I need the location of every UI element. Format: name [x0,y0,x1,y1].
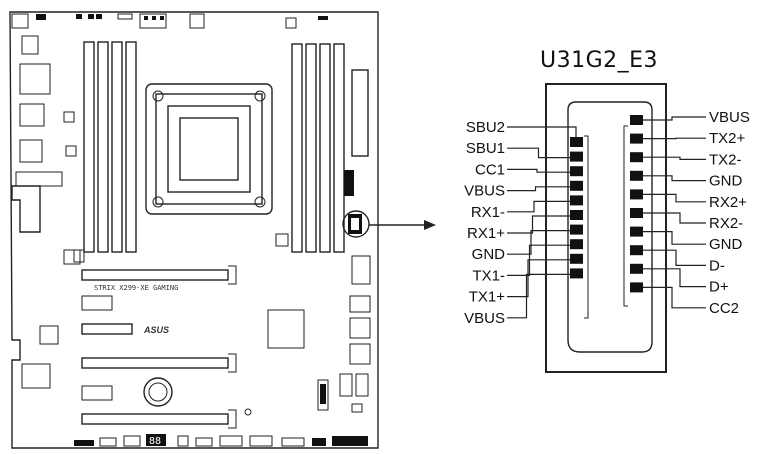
right-pin-contact [630,208,643,218]
left-pin-label: TX1+ [469,289,506,306]
left-pin-lead [507,126,577,142]
board-outline [9,11,379,449]
right-pin-contact [630,152,643,163]
right-pin-label: GND [709,173,743,190]
pcie-slots [63,249,237,429]
left-pin-label: GND [472,246,506,263]
brand-logo: ASUS [143,325,169,335]
right-pin-label: D+ [709,279,729,296]
left-pin-lead [507,200,570,213]
left-pin-lead [507,259,570,298]
audio-block [11,185,41,233]
cmos-battery [143,377,173,407]
chipset [267,309,305,349]
dimm-slots-right [291,43,345,253]
left-pin-label: RX1- [471,204,505,221]
left-pin-label: CC1 [475,161,505,178]
left-pin-contact [570,151,583,162]
right-pin-contact [630,115,643,125]
right-pin-label: CC2 [709,300,739,317]
right-pin-label: VBUS [709,109,750,126]
right-pin-contact [630,245,643,256]
left-pin-lead [507,147,570,159]
left-pin-label: SBU1 [466,140,505,157]
dimm-slots-left [83,41,137,253]
right-pin-contact [630,133,643,144]
bottom-headers: 88 [74,434,368,447]
left-pin-contact [570,224,583,235]
right-pin-label: GND [709,236,743,253]
left-pin-lead [507,230,570,255]
left-pin-label: RX1+ [467,225,505,242]
motherboard-layout: STRIX X299-XE GAMING ASUS 88 [9,11,379,449]
right-pin-column: VBUS TX2+ TX2- GND RX2+ RX2- GND D- D+ CC2 [623,109,750,317]
right-pin-lead [643,175,706,182]
left-pin-label: TX1- [472,267,505,284]
pointer-arrow [369,220,436,230]
connector-title: U31G2_E3 [540,48,658,73]
right-pin-contact [630,282,643,293]
connector-housing [545,83,667,373]
left-pin-label: SBU2 [466,119,505,136]
fan-header [36,14,46,20]
right-pin-lead [643,116,706,121]
right-pin-lead [643,212,706,224]
right-pin-label: RX2- [709,215,743,232]
left-pin-lead [507,186,570,192]
left-pin-lead [507,168,570,173]
left-pin-contact [570,180,583,191]
right-pin-contact [630,226,643,237]
right-pin-lead [643,286,706,309]
right-pin-lead [643,249,706,266]
left-pin-contact [570,253,583,264]
audio-chip [21,363,51,389]
left-pin-contact [570,137,583,147]
right-pin-label: TX2- [709,151,742,168]
right-pin-label: RX2+ [709,194,747,211]
left-pin-contact [570,239,583,250]
left-pin-lead [507,215,570,234]
right-pin-label: D- [709,257,725,274]
right-pin-contact [630,189,643,200]
left-pin-contact [570,166,583,177]
debug-led-digits: 88 [149,436,161,447]
right-pin-label: TX2+ [709,130,746,147]
cpu-socket [145,83,273,215]
header-highlight-circle [342,210,370,238]
left-pin-contact [570,195,583,206]
debug-led-display [146,434,166,446]
right-pin-lead [643,268,706,288]
rear-io-port [19,63,51,95]
right-pin-contact [630,263,643,274]
cpu-power-connector [139,13,167,29]
left-pin-label: VBUS [464,183,505,200]
left-pin-contact [570,210,583,220]
left-pin-contact [570,268,583,279]
left-pin-lead [507,273,570,319]
rear-io-block [11,13,29,29]
right-pin-lead [643,193,706,203]
board-model-silkscreen: STRIX X299-XE GAMING [94,284,178,292]
right-pin-contact [630,170,643,181]
right-pin-lead [643,231,706,245]
atx-power-connector [351,69,369,157]
right-pin-lead [643,156,706,160]
left-pin-label: VBUS [464,310,505,327]
